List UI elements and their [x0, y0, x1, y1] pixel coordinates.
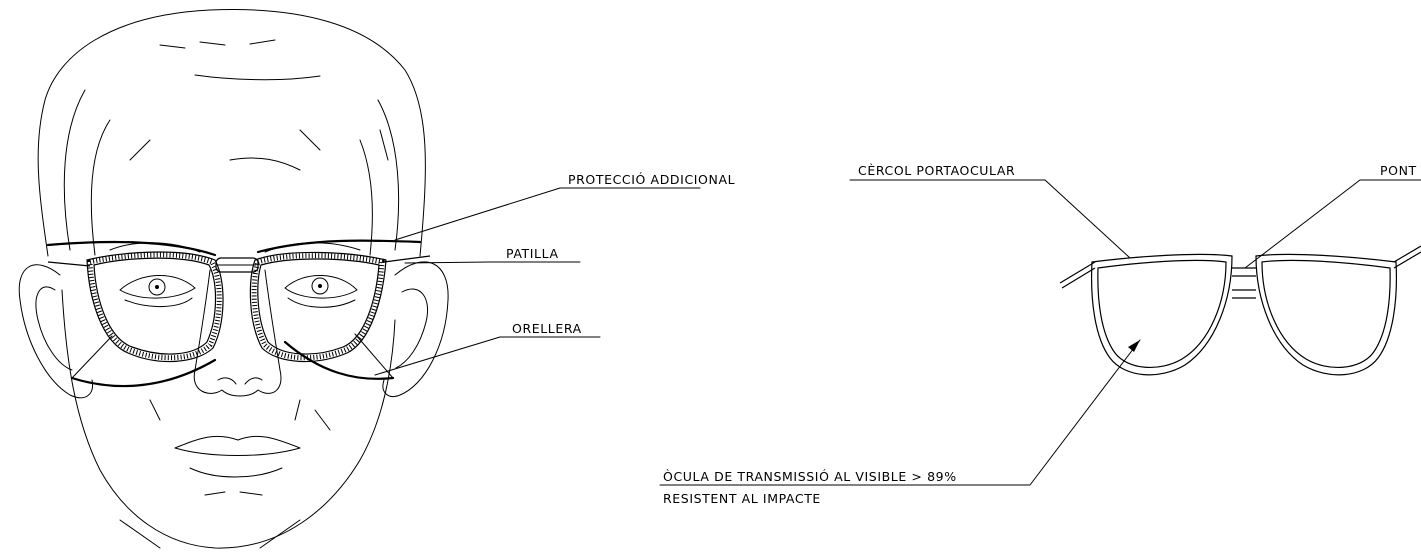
face-illustration [18, 9, 449, 549]
label-impact-resistant: RESISTENT AL IMPACTE [663, 491, 821, 506]
label-pont: PONT [1380, 163, 1417, 178]
label-ocular-transmission: ÒCULA DE TRANSMISSIÓ AL VISIBLE > 89% [663, 469, 957, 484]
right-leader-lines [659, 179, 1421, 486]
label-orellera: ORELLERA [512, 321, 582, 336]
goggles-illustration [1059, 245, 1421, 376]
label-proteccio-addicional: PROTECCIÓ ADDICIONAL [568, 172, 735, 187]
label-cercol-portaocular: CÈRCOL PORTAOCULAR [858, 163, 1015, 178]
left-leader-lines [374, 187, 701, 376]
label-patilla: PATILLA [506, 246, 559, 261]
